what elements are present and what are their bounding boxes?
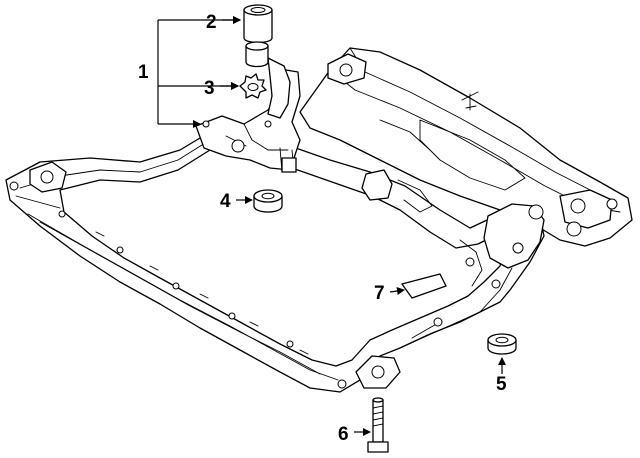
subframe-main-frame xyxy=(5,125,545,393)
washer-part-3 xyxy=(239,73,267,99)
callout-7: 7 xyxy=(374,283,385,304)
nut-part-4 xyxy=(253,189,283,213)
mount-sleeve-part-1 xyxy=(245,41,291,119)
subframe-right-tower xyxy=(361,169,545,287)
callout-4: 4 xyxy=(220,191,231,212)
subframe-crossmember xyxy=(299,47,633,247)
callout-6: 6 xyxy=(338,424,349,445)
nut-part-5 xyxy=(487,333,517,355)
label-plate-part-7 xyxy=(401,273,447,299)
callout-5: 5 xyxy=(496,374,507,395)
callout-1: 1 xyxy=(138,62,149,83)
bolt-part-6 xyxy=(367,397,389,453)
leader-lines xyxy=(157,16,506,436)
callout-2: 2 xyxy=(206,12,217,33)
callout-3: 3 xyxy=(204,78,215,99)
bushing-part-2 xyxy=(243,4,273,44)
subframe-left-tower xyxy=(195,69,301,173)
